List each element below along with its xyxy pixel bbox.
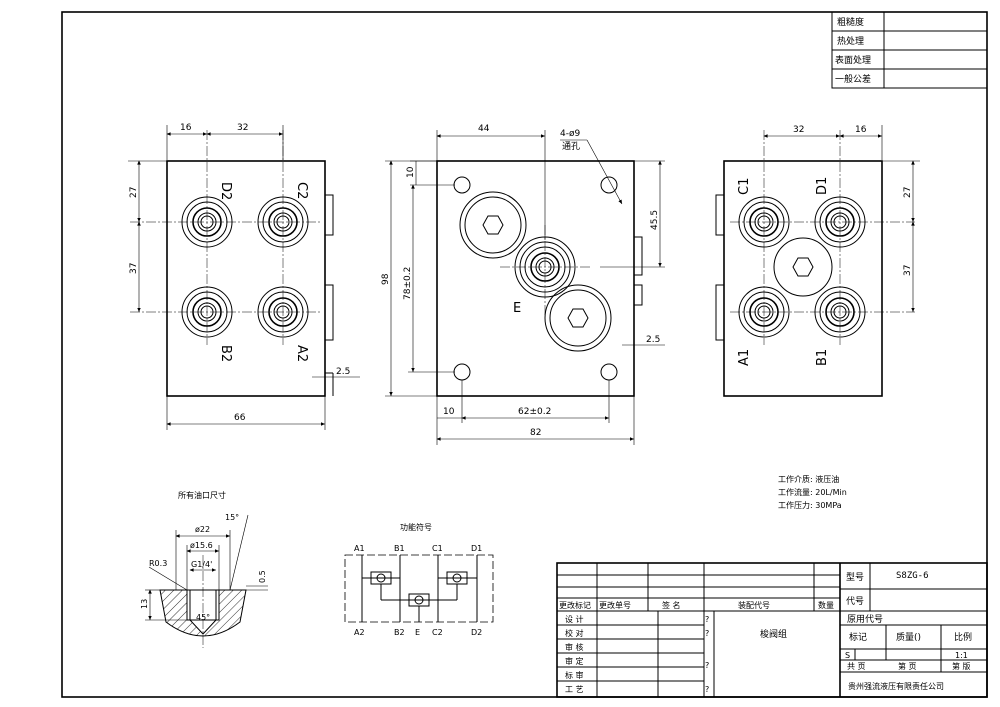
tb-scale-label: 比例	[954, 631, 972, 643]
tb-sign-design: 设 计	[565, 614, 584, 624]
tb-q1: ?	[705, 615, 709, 624]
note-flow: 工作流量: 20L/Min	[778, 487, 847, 497]
right-dim-37: 37	[903, 265, 913, 276]
spec-roughness: 粗糙度	[837, 16, 864, 28]
tb-sign-review: 审 核	[565, 642, 584, 652]
left-dim-32: 32	[237, 123, 248, 133]
right-port-b1: B1	[815, 349, 830, 366]
left-dim-27: 27	[129, 187, 139, 198]
title-block: 型号 S8ZG-6 代号 更改标记 更改单号 签 名 装配代号 数量 设 计 校…	[556, 562, 988, 698]
tb-company: 贵州强流液压有限责任公司	[848, 681, 944, 691]
mid-dim-10-bottom: 10	[443, 407, 455, 417]
mid-dim-10-top: 10	[406, 166, 416, 178]
tb-sheet-ver: 第 版	[952, 661, 971, 671]
mid-dim-2-5: 2.5	[646, 335, 660, 345]
right-dim-27: 27	[903, 187, 913, 198]
tb-q2: ?	[705, 629, 709, 638]
sch-a1: A1	[354, 544, 365, 553]
mid-dim-through: 通孔	[562, 141, 580, 152]
mid-dim-62: 62±0.2	[518, 407, 551, 417]
port-dim-45deg: 45°	[196, 613, 210, 622]
mid-dim-82: 82	[530, 428, 541, 438]
tb-orig-code: 原用代号	[847, 614, 883, 625]
tb-sign-standard: 标 审	[565, 670, 584, 680]
port-dim-r03: R0.3	[149, 559, 167, 568]
mid-dim-78: 78±0.2	[403, 267, 413, 300]
sch-a2: A2	[354, 628, 365, 637]
right-dim-32: 32	[793, 125, 804, 135]
right-port-d1: D1	[815, 177, 830, 195]
right-dim-16: 16	[855, 125, 867, 135]
spec-tolerance: 一般公差	[835, 73, 871, 85]
mid-dim-44: 44	[478, 124, 490, 134]
tb-hdr-change-mark: 更改标记	[559, 600, 591, 610]
tb-sheet-total: 共 页	[847, 662, 866, 671]
function-schematic: 功能符号 A1 B1 C1 D1 A2 B2 E C2 D2	[344, 522, 494, 637]
tb-model-label: 型号	[846, 572, 864, 583]
left-dim-2-5: 2.5	[336, 367, 350, 377]
tb-hdr-assembly: 装配代号	[738, 600, 770, 610]
sch-b2: B2	[394, 628, 405, 637]
middle-view: E 44 4-ø9 通孔 10 45.5 98 78±0.2	[381, 124, 665, 445]
left-port-c2: C2	[294, 182, 309, 199]
tb-model-value: S8ZG-6	[896, 571, 929, 581]
left-dim-66: 66	[234, 413, 246, 423]
port-dim-g14: G1/4'	[191, 560, 212, 569]
left-port-b2: B2	[218, 345, 233, 362]
tb-sheet-no: 第 页	[898, 661, 917, 671]
port-detail-title: 所有油口尺寸	[178, 490, 226, 500]
schematic-title: 功能符号	[400, 522, 432, 532]
left-dim-37: 37	[129, 263, 139, 274]
tb-sign-check: 校 对	[565, 628, 584, 638]
tb-code-label: 代号	[846, 596, 864, 607]
sch-c1: C1	[432, 544, 443, 553]
note-pressure: 工作压力: 30MPa	[778, 500, 842, 510]
mid-dim-45-5: 45.5	[650, 210, 660, 230]
spec-heat: 热处理	[837, 35, 864, 47]
note-medium: 工作介质: 液压油	[778, 474, 839, 484]
tb-product-name: 梭阀组	[760, 628, 787, 640]
sch-e: E	[415, 628, 420, 637]
port-detail: 所有油口尺寸 ø22 ø15.6 G1/4' 15° R0.3 0.5 13 4…	[140, 490, 268, 648]
left-port-a2: A2	[294, 345, 309, 362]
working-notes: 工作介质: 液压油 工作流量: 20L/Min 工作压力: 30MPa	[778, 474, 847, 510]
right-port-c1: C1	[737, 178, 752, 195]
left-port-d2: D2	[218, 182, 233, 200]
mid-dim-98: 98	[381, 273, 391, 285]
tb-hdr-change-no: 更改单号	[599, 600, 631, 610]
middle-port-e: E	[513, 301, 521, 316]
sheet-border	[61, 11, 988, 698]
tb-hdr-qty: 数量	[818, 600, 834, 610]
port-dim-phi22: ø22	[195, 525, 210, 534]
tb-sign-process: 工 艺	[565, 685, 584, 694]
tb-mark-value: S	[845, 651, 850, 660]
tb-scale-value: 1:1	[955, 651, 968, 660]
port-dim-13: 13	[140, 599, 149, 609]
tb-sign-approve: 审 定	[565, 656, 584, 666]
port-dim-phi15-6: ø15.6	[190, 541, 213, 550]
sch-c2: C2	[432, 628, 443, 637]
port-dim-15deg: 15°	[225, 513, 239, 522]
sch-b1: B1	[394, 544, 405, 553]
surface-spec-table: 粗糙度 热处理 表面处理 一般公差	[831, 11, 988, 89]
sch-d2: D2	[471, 628, 482, 637]
mid-dim-4-phi9: 4-ø9	[560, 129, 580, 139]
right-port-a1: A1	[737, 349, 752, 366]
tb-weight-label: 质量()	[896, 631, 921, 643]
left-dim-16: 16	[180, 123, 192, 133]
spec-surface: 表面处理	[835, 54, 871, 66]
tb-hdr-sign: 签 名	[662, 600, 681, 610]
tb-q3: ?	[705, 661, 709, 670]
port-dim-0-5: 0.5	[258, 570, 267, 583]
left-view: D2 C2 B2 A2 16 32 27 37 66 2.5	[128, 123, 360, 430]
tb-mark-label: 标记	[849, 631, 867, 643]
tb-q4: ?	[705, 685, 709, 694]
sch-d1: D1	[471, 544, 482, 553]
right-view: C1 D1 A1 B1 32 16 27 37	[715, 125, 920, 397]
